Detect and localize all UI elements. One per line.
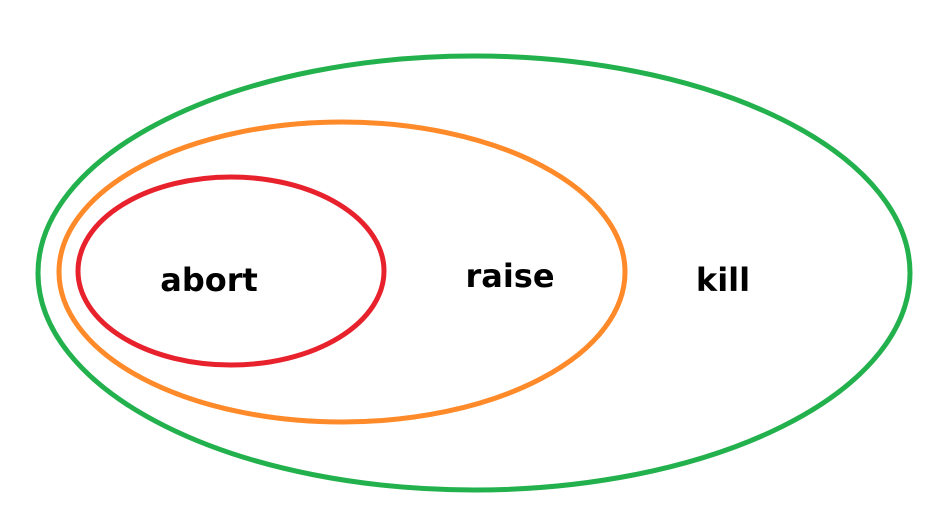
set-abort: abort [75, 174, 387, 368]
set-raise-ellipse [56, 119, 628, 425]
set-abort-ellipse [75, 174, 387, 368]
set-kill: kill [35, 53, 913, 493]
set-raise: raise [56, 119, 628, 425]
set-raise-label: raise [465, 257, 554, 295]
set-abort-label: abort [160, 261, 258, 299]
set-kill-label: kill [696, 261, 750, 299]
set-kill-ellipse [35, 53, 913, 493]
